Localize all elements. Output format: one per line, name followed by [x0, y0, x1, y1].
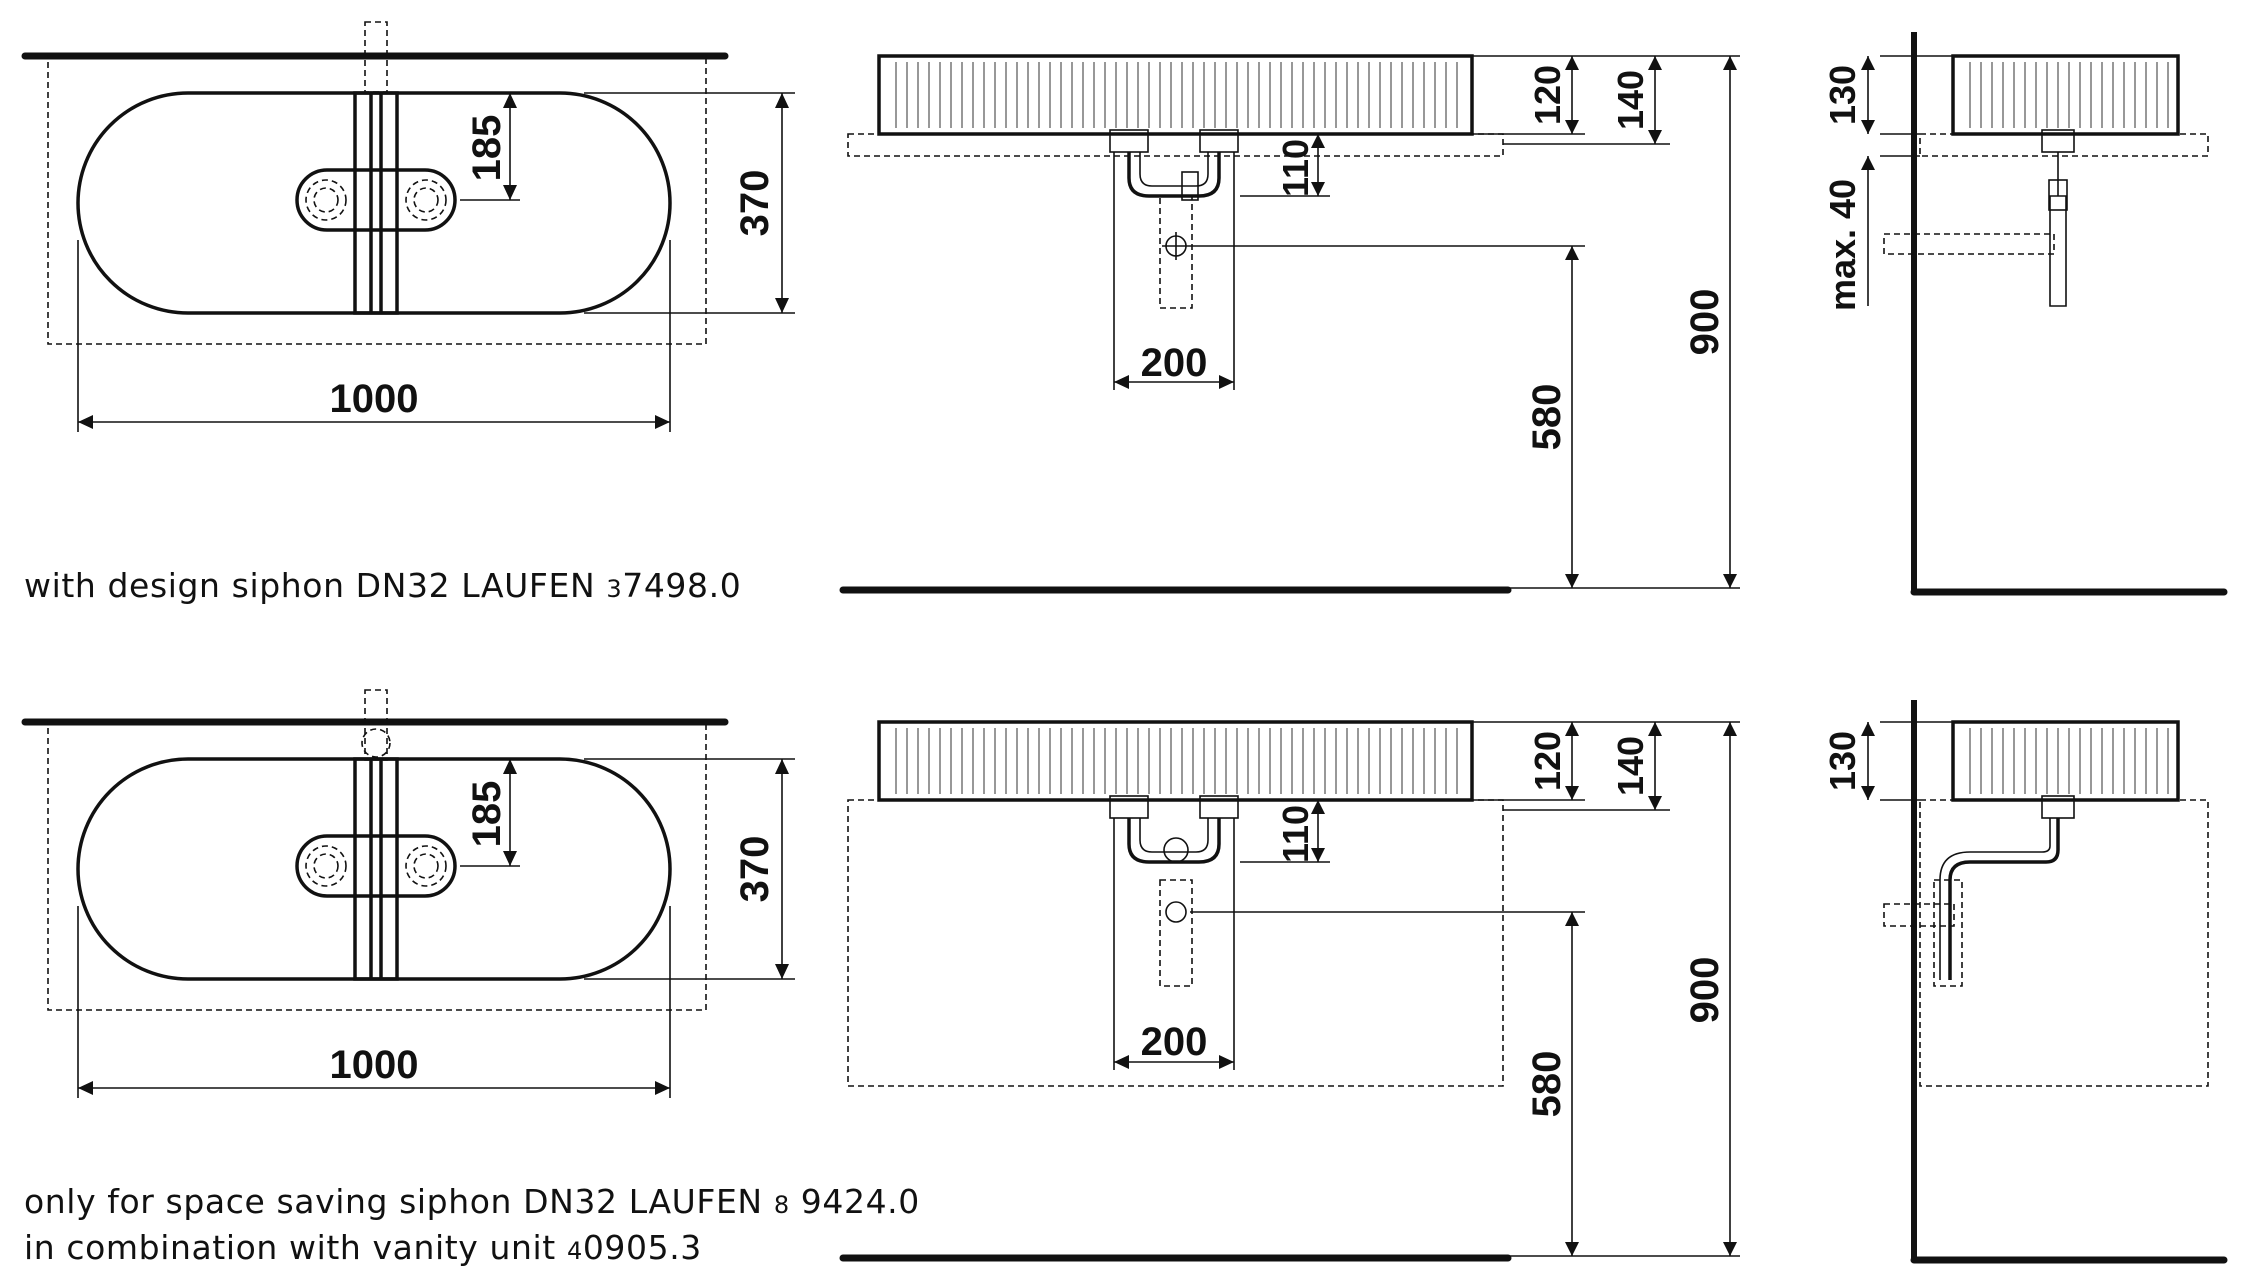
- dim-basin-height: 120: [1527, 65, 1568, 125]
- dim-outlet-drop-bottom: 110: [1275, 805, 1316, 863]
- dim-top-height-bottom: 900: [1683, 957, 1727, 1024]
- dim-center: 185: [465, 115, 509, 182]
- dim-basin-total: 140: [1610, 70, 1651, 130]
- basin-outline: [76, 91, 672, 315]
- bottom-side-view: 130: [1822, 700, 2228, 1264]
- countertop-outline: [47, 55, 707, 345]
- countertop-side: [1919, 133, 2209, 157]
- dim-side-height: 130: [1822, 65, 1863, 125]
- bottom-plan-view: 1000 370 185: [21, 689, 795, 1098]
- dim-max-gap: max. 40: [1822, 179, 1863, 311]
- dim-depth: 370: [733, 170, 777, 237]
- dim-outlet-spacing-bottom: 200: [1141, 1020, 1208, 1064]
- siphon-side: [1883, 129, 2075, 307]
- design-siphon: [1109, 129, 1239, 309]
- top-front-view: 120 140 110 200 580 900: [839, 54, 1740, 594]
- siphon-side-bottom: [1883, 795, 2075, 987]
- dim-outlet-drop: 110: [1275, 139, 1316, 197]
- basin-front: [877, 54, 1474, 136]
- top-side-view: 130 max. 40: [1822, 32, 2228, 596]
- space-saving-siphon: [1109, 795, 1239, 987]
- dim-center-bottom: 185: [465, 781, 509, 848]
- drain-left: [305, 179, 347, 221]
- dim-depth-bottom: 370: [733, 836, 777, 903]
- dim-basin-total-bottom: 140: [1610, 736, 1651, 796]
- dim-outlet-spacing: 200: [1141, 341, 1208, 385]
- bottom-front-view: 120 140 110 200 580 900: [839, 720, 1740, 1262]
- tap-siphon-bottom: [361, 728, 391, 758]
- basin-side: [1951, 54, 2180, 136]
- drain-pod: [295, 168, 457, 232]
- caption-bottom-line2: in combination with vanity unit 40905.3: [24, 1228, 702, 1267]
- dim-side-height-bottom: 130: [1822, 731, 1863, 791]
- dim-outlet-height: 580: [1525, 384, 1569, 451]
- dim-top-height: 900: [1683, 289, 1727, 356]
- dim-outlet-height-bottom: 580: [1525, 1051, 1569, 1118]
- countertop-front: [847, 133, 1504, 157]
- caption-bottom-line1: only for space saving siphon DN32 LAUFEN…: [24, 1182, 920, 1221]
- drain-right: [405, 179, 447, 221]
- top-plan-view: 1000 370 185: [21, 21, 795, 432]
- vanity-unit-side: [1919, 799, 2209, 1087]
- dim-width: 1000: [330, 377, 419, 421]
- dim-basin-height-bottom: 120: [1527, 731, 1568, 791]
- caption-top: with design siphon DN32 LAUFEN 37498.0: [24, 566, 742, 605]
- dim-width-bottom: 1000: [330, 1043, 419, 1087]
- central-channel: [353, 91, 399, 315]
